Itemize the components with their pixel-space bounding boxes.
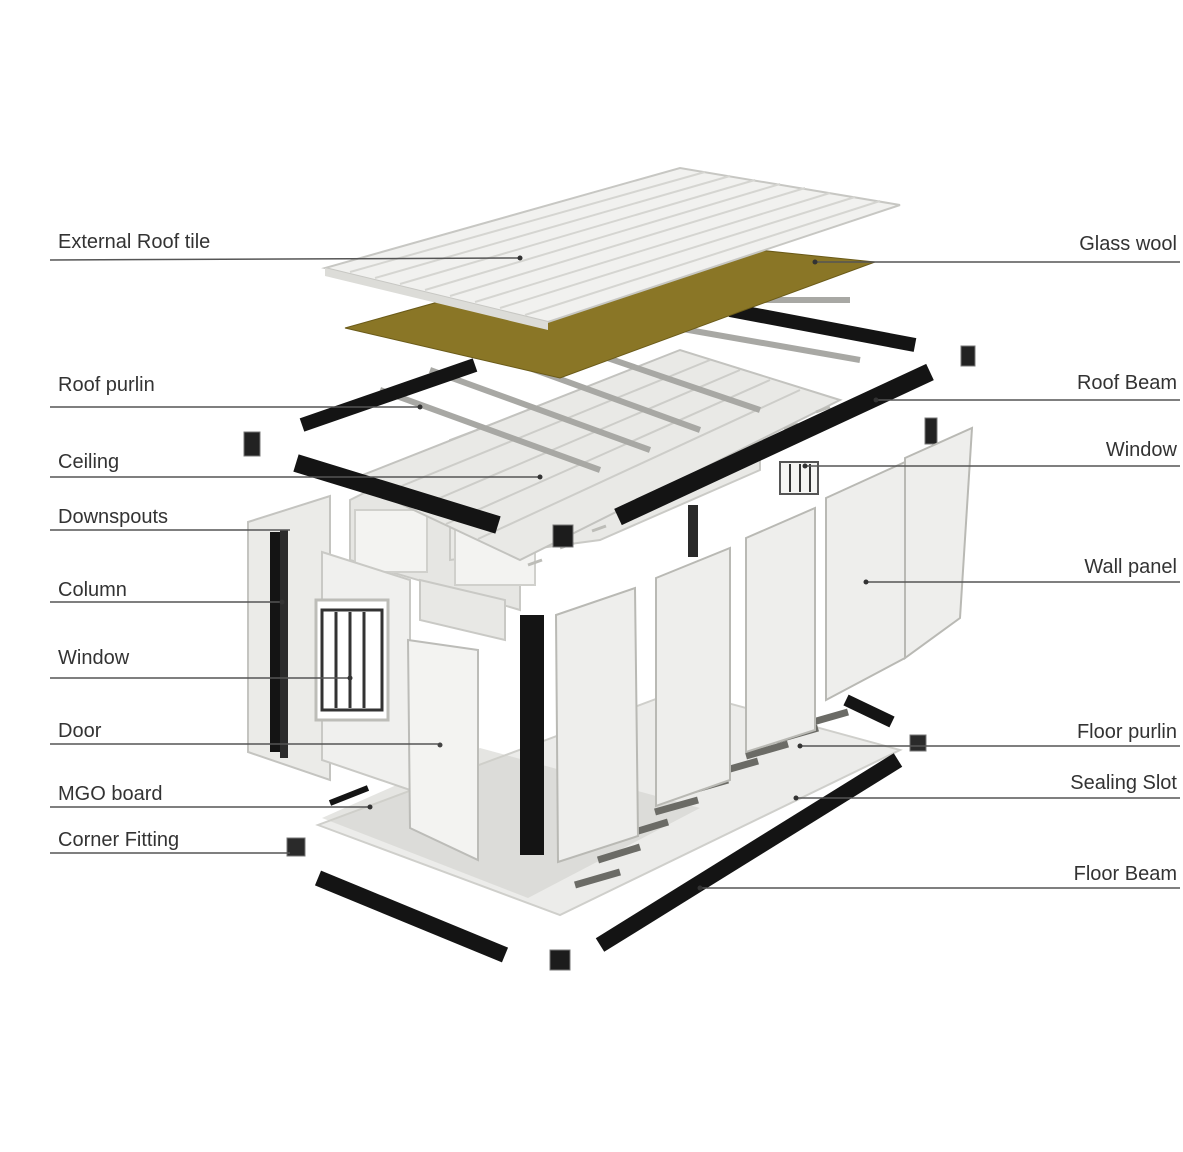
label-glass-wool: Glass wool [1079, 233, 1177, 255]
roof-beam-rear [728, 303, 917, 352]
leader-external-roof-tile [49, 257, 521, 261]
label-corner-fitting: Corner Fitting [58, 829, 180, 851]
column-mid [688, 505, 698, 557]
ceiling [347, 348, 843, 567]
label-downspouts: Downspouts [58, 506, 169, 528]
door [406, 638, 479, 862]
label-sealing-slot: Sealing Slot [1070, 772, 1177, 794]
sealing-slot [328, 785, 370, 806]
downspout-top-right [924, 417, 938, 445]
label-roof-purlin: Roof purlin [58, 374, 155, 396]
corner-fitting-top-rear [960, 345, 976, 367]
label-floor-purlin: Floor purlin [1076, 721, 1177, 743]
corner-fitting-top-front [552, 524, 574, 548]
label-window-left: Window [58, 647, 130, 669]
leader-dots [279, 255, 879, 891]
downspout-left [280, 530, 288, 758]
label-ceiling: Ceiling [58, 451, 120, 473]
floor-beam-rear [843, 694, 895, 728]
leader-lines [49, 257, 1180, 889]
column-front [520, 615, 544, 855]
roof-beam-left [299, 358, 478, 432]
corner-fitting-front-left [286, 837, 306, 857]
label-roof-beam: Roof Beam [1076, 372, 1177, 394]
label-mgo-board: MGO board [58, 783, 163, 805]
label-column: Column [58, 579, 127, 601]
column-left [270, 532, 282, 752]
label-door: Door [58, 720, 102, 742]
corner-fitting-back-right [909, 734, 927, 752]
window-right [779, 461, 819, 495]
label-window-right: Window [1105, 439, 1177, 461]
corner-fitting-front-mid [549, 949, 571, 971]
label-external-roof-tile: External Roof tile [58, 231, 211, 253]
label-floor-beam: Floor Beam [1073, 863, 1177, 885]
door-handle [437, 742, 443, 748]
roof-frame [243, 297, 976, 548]
label-wall-panel: Wall panel [1084, 556, 1177, 578]
roof-beam-front [293, 454, 501, 534]
external-roof-tile [321, 166, 901, 330]
roof-beam-back [614, 363, 934, 526]
floor-beam-back [595, 753, 903, 952]
corner-fitting-top-left [243, 431, 261, 457]
window-left [314, 598, 390, 722]
floor-beam-front [314, 870, 509, 963]
